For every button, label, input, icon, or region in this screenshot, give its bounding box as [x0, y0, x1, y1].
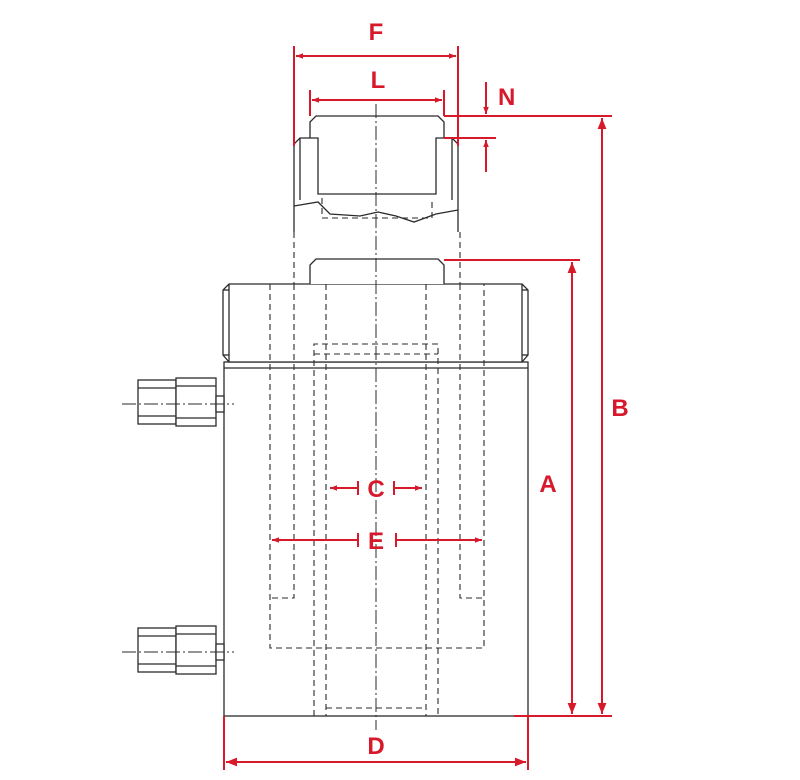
label-f: F [369, 19, 384, 46]
label-l: L [371, 67, 386, 94]
coupler-upper [122, 377, 234, 427]
break-line [293, 201, 459, 223]
plunger-extended [293, 115, 459, 232]
label-n: N [498, 84, 515, 111]
hidden-lines [269, 198, 485, 716]
plunger-top-retracted [309, 258, 445, 284]
label-a: A [539, 471, 556, 498]
label-c: C [367, 476, 384, 503]
plunger-outer [293, 137, 459, 232]
label-d: D [367, 733, 384, 760]
plunger-saddle [309, 115, 445, 138]
dimension-lines [223, 46, 612, 770]
label-b: B [611, 395, 628, 422]
coupler-lower [122, 625, 234, 675]
dimension-labels: F L N B A C E D [367, 19, 628, 760]
label-e: E [368, 528, 384, 555]
